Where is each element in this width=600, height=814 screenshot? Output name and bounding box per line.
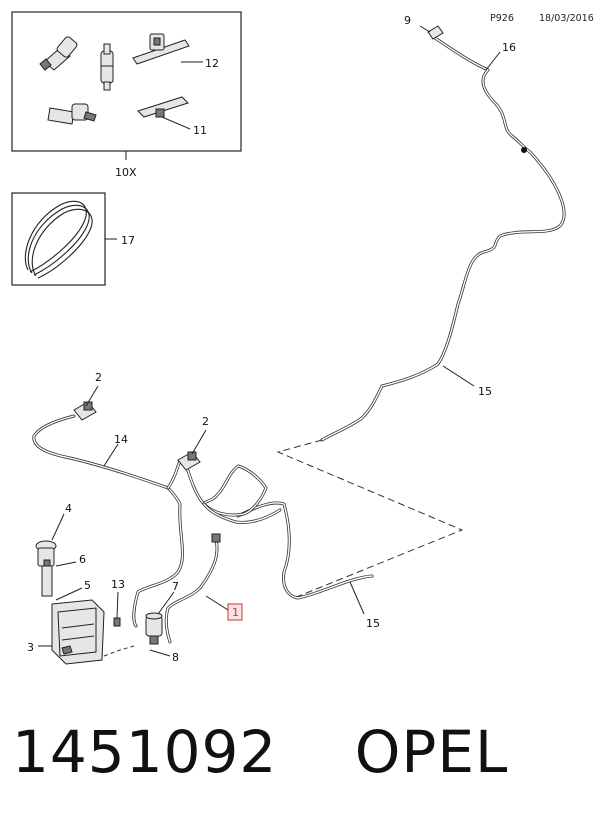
washer-jet-left-icon — [73, 401, 97, 421]
callout-13: 13 — [111, 578, 125, 591]
callout-17: 17 — [121, 234, 135, 247]
callout-9: 9 — [404, 14, 411, 27]
callout-2-right: 2 — [202, 415, 209, 428]
nozzle-9-icon — [419, 25, 444, 40]
brand-name: OPEL — [354, 718, 509, 786]
clip-12-icon — [132, 33, 190, 65]
part-number: 1451092 — [12, 718, 278, 786]
callout-6: 6 — [79, 553, 86, 566]
callout-7: 7 — [172, 580, 179, 593]
hose-coil-box: 17 — [11, 192, 135, 286]
callout-5: 5 — [84, 579, 91, 592]
callout-1-highlight — [227, 603, 243, 621]
callout-16: 16 — [502, 41, 516, 54]
washer-pump-icon — [145, 612, 163, 645]
parts-diagram: P926 18/03/2016 12 — [11, 11, 594, 665]
diagram-date: 18/03/2016 — [539, 13, 594, 24]
diagram-code: P926 — [490, 13, 514, 24]
washer-jet-right-icon — [177, 451, 201, 471]
t-connector-icon — [47, 103, 97, 125]
clip-11-icon — [137, 96, 189, 118]
coiled-hose-icon — [24, 200, 93, 279]
hose-15-upper — [320, 34, 566, 442]
callout-4: 4 — [65, 502, 72, 515]
continuation-dashed-line — [276, 439, 464, 599]
kit-box: 12 11 10X — [11, 11, 242, 179]
callout-3: 3 — [27, 641, 34, 654]
straight-joiner-icon — [100, 43, 114, 91]
callout-11: 11 — [193, 124, 207, 137]
callout-15-lower: 15 — [366, 617, 380, 630]
callout-1: 1 — [232, 606, 239, 619]
hose-15-lower — [236, 501, 374, 600]
filler-neck-icon — [35, 540, 57, 597]
hose-14 — [32, 414, 282, 628]
footer-title: 1451092 OPEL — [12, 712, 508, 792]
callout-8: 8 — [172, 651, 179, 664]
reservoir-icon — [51, 599, 105, 665]
callout-15-upper: 15 — [478, 385, 492, 398]
connector-icon — [39, 36, 78, 71]
callout-14: 14 — [114, 433, 128, 446]
callout-12: 12 — [205, 57, 219, 70]
fastener-13-icon — [113, 617, 121, 627]
hose-1 — [164, 533, 221, 644]
kit-quantity: 10X — [115, 166, 137, 179]
callout-2-left: 2 — [95, 371, 102, 384]
